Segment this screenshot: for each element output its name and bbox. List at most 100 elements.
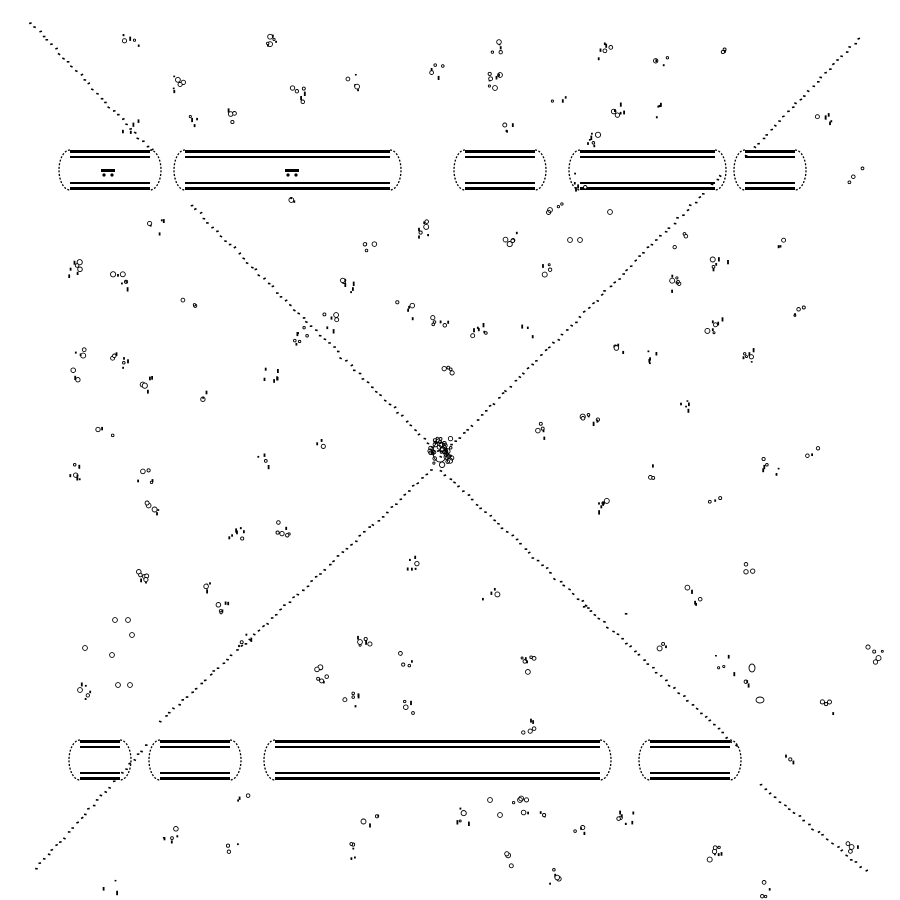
glider [80, 816, 84, 820]
debris-block [267, 465, 270, 470]
debris-cell [409, 302, 416, 309]
debris-cell [441, 365, 447, 372]
oscillator-bar [173, 149, 402, 191]
glider [541, 564, 544, 567]
glider [757, 142, 760, 145]
debris-cell [75, 377, 81, 383]
glider [544, 348, 548, 352]
glider [336, 554, 340, 557]
glider [840, 55, 844, 58]
glider [812, 85, 816, 88]
collision-cell [445, 459, 450, 464]
glider [229, 654, 233, 657]
debris-block [473, 328, 475, 333]
glider [396, 411, 399, 415]
debris-cluster [227, 108, 237, 125]
debris-cell [342, 697, 348, 703]
eater-mark [101, 169, 115, 177]
glider [125, 123, 128, 126]
glider [575, 321, 578, 324]
glider [39, 30, 43, 33]
bar-line-bottom-inner [185, 182, 390, 184]
debris-cell [267, 33, 273, 40]
debris-block [619, 810, 621, 815]
debris-cluster [541, 263, 553, 278]
debris-cell [683, 233, 689, 239]
debris-block [605, 43, 608, 48]
debris-block [121, 282, 123, 285]
glider [400, 414, 404, 417]
glider [708, 719, 712, 722]
debris-block [717, 853, 720, 857]
debris-block [511, 123, 514, 127]
debris-cell [302, 326, 306, 330]
debris-cell [403, 699, 407, 704]
debris-cell [215, 602, 222, 608]
debris-cell [334, 317, 340, 323]
debris-cell [847, 180, 852, 185]
bar-cap-left [453, 149, 466, 191]
debris-cell [713, 322, 718, 328]
glider [781, 115, 785, 118]
bar-line-top-inner [275, 746, 600, 748]
debris-block [652, 464, 654, 468]
glider [618, 277, 622, 281]
debris-block [365, 640, 367, 645]
debris-cell [488, 76, 493, 82]
bar-line-top-inner [580, 156, 715, 158]
glider [787, 110, 790, 113]
glider [518, 375, 522, 379]
glider [778, 801, 782, 804]
bar-line-top-inner [70, 156, 150, 158]
glider [493, 519, 497, 522]
glider [718, 174, 722, 178]
glider [806, 89, 810, 93]
debris-block [649, 362, 651, 365]
debris-block [129, 36, 132, 41]
debris-block [76, 271, 79, 275]
debris-cell [718, 496, 723, 501]
debris-cluster [172, 75, 186, 94]
glider [551, 341, 555, 344]
glider [270, 617, 274, 619]
glider [865, 869, 869, 872]
glider [768, 792, 772, 795]
glider [178, 703, 182, 706]
glider [581, 599, 585, 603]
debris-block [752, 348, 755, 353]
glider [829, 68, 832, 71]
glider [811, 828, 815, 831]
still-life-ring [109, 652, 115, 658]
debris-block [243, 530, 245, 534]
glider [276, 292, 279, 294]
glider [194, 687, 198, 690]
debris-cell [460, 810, 467, 817]
debris-block [577, 184, 579, 189]
debris-block [227, 601, 230, 606]
debris-cluster [865, 644, 884, 665]
oscillator-bar [733, 149, 807, 191]
debris-cluster [139, 376, 153, 394]
glider [104, 790, 108, 794]
debris-cluster [709, 256, 729, 272]
debris-cell [706, 856, 713, 863]
debris-cell [149, 480, 154, 485]
still-life-ring [82, 645, 88, 651]
debris-block [408, 305, 410, 309]
glider [224, 240, 227, 243]
debris-block [427, 234, 429, 237]
debris-block [575, 187, 577, 192]
debris-block [123, 357, 125, 360]
debris-cluster [761, 456, 780, 476]
debris-block [437, 75, 440, 80]
glider [390, 505, 394, 509]
glider [467, 494, 471, 497]
debris-cluster [441, 365, 455, 376]
debris-block [733, 672, 736, 677]
glider [497, 396, 501, 400]
debris-cluster [238, 633, 253, 648]
debris-cell [586, 413, 591, 417]
glider [729, 740, 733, 744]
debris-block [715, 655, 717, 657]
debris-block [354, 705, 357, 708]
